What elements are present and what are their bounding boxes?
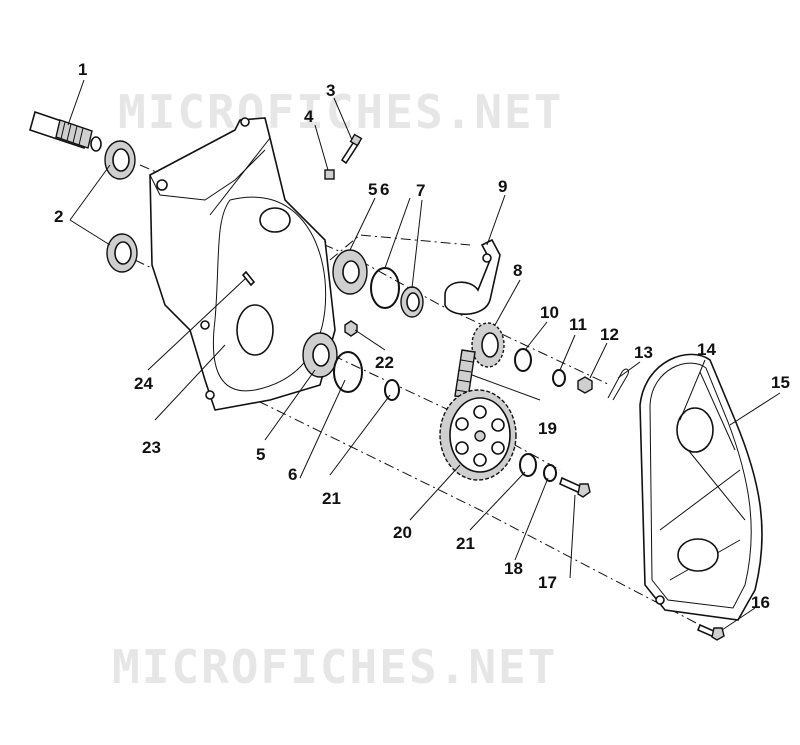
spacer-part-7 bbox=[400, 286, 424, 318]
washer-part-11 bbox=[552, 369, 566, 387]
seal-upper bbox=[104, 140, 136, 180]
callout-16: 16 bbox=[751, 593, 770, 612]
washer-part-18 bbox=[543, 464, 557, 482]
shaft-part bbox=[29, 110, 102, 152]
sprocket-large bbox=[439, 389, 517, 481]
callout-20: 20 bbox=[393, 523, 412, 542]
callout-11: 11 bbox=[569, 315, 587, 334]
watermark-top: MICROFICHES.NET bbox=[118, 85, 563, 139]
callout-5-lower: 5 bbox=[256, 445, 265, 464]
callout-6-upper: 6 bbox=[380, 180, 389, 199]
callout-19: 19 bbox=[538, 419, 557, 438]
bolt-part-16 bbox=[696, 623, 725, 641]
callout-21-left: 21 bbox=[322, 489, 341, 508]
callout-8: 8 bbox=[513, 261, 522, 280]
callout-3: 3 bbox=[326, 81, 335, 100]
bearing-lower bbox=[302, 332, 338, 378]
nut-part-12 bbox=[577, 376, 593, 394]
callout-22: 22 bbox=[375, 353, 394, 372]
stud-part-24 bbox=[241, 270, 256, 287]
pin-part-13 bbox=[607, 368, 629, 401]
callout-1: 1 bbox=[78, 60, 87, 79]
bolt-part-3 bbox=[340, 133, 363, 165]
sprocket-small bbox=[471, 322, 505, 368]
watermark-bottom: MICROFICHES.NET bbox=[112, 640, 557, 694]
callout-13: 13 bbox=[634, 343, 653, 362]
callout-17: 17 bbox=[538, 573, 557, 592]
callout-4: 4 bbox=[304, 107, 314, 126]
callout-24: 24 bbox=[134, 374, 153, 393]
callout-18: 18 bbox=[504, 559, 523, 578]
bolt-part-17 bbox=[559, 476, 591, 498]
callout-10: 10 bbox=[540, 303, 559, 322]
ring-lower bbox=[333, 351, 363, 393]
callout-numbers: 1 2 3 4 5 6 7 8 9 10 11 12 13 14 15 16 1… bbox=[54, 60, 790, 612]
nut-part-22 bbox=[344, 320, 358, 337]
tensioner-arm bbox=[444, 238, 501, 315]
callout-6-lower: 6 bbox=[288, 465, 297, 484]
seal-lower bbox=[106, 233, 138, 273]
washer-part-21-lower bbox=[519, 453, 537, 477]
washer-part-21-upper bbox=[384, 379, 400, 401]
callout-5-upper: 5 bbox=[368, 180, 377, 199]
callout-7: 7 bbox=[416, 181, 425, 200]
washer-part-10 bbox=[514, 348, 532, 372]
bearing-upper bbox=[332, 249, 368, 295]
chaincase-cover bbox=[639, 353, 763, 621]
ring-upper bbox=[370, 267, 400, 309]
callout-15: 15 bbox=[771, 373, 790, 392]
callout-23: 23 bbox=[142, 438, 161, 457]
callout-9: 9 bbox=[498, 177, 507, 196]
callout-12: 12 bbox=[600, 325, 619, 344]
callout-14: 14 bbox=[697, 340, 716, 359]
callout-21-right: 21 bbox=[456, 534, 475, 553]
nut-part-4 bbox=[324, 169, 335, 180]
leader-lines bbox=[67, 79, 781, 631]
callout-2: 2 bbox=[54, 207, 63, 226]
